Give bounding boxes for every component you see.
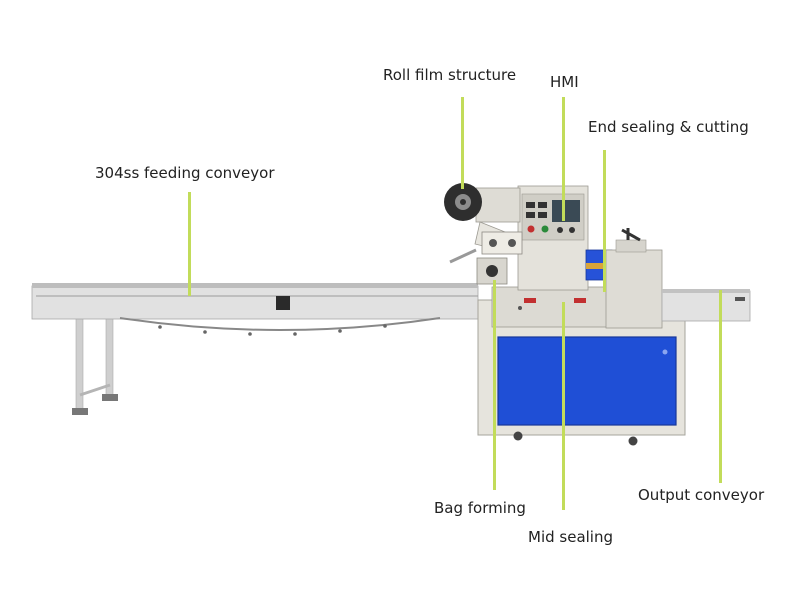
caster-wheel-icon: [628, 436, 638, 446]
leader-end-sealing: [603, 150, 606, 292]
conveyor-legs: [72, 317, 118, 415]
leader-mid-sealing: [562, 302, 565, 510]
leader-output-conveyor: [719, 290, 722, 483]
label-end-sealing: End sealing & cutting: [588, 118, 749, 136]
leader-roll-film: [461, 97, 464, 189]
leader-feeding-conveyor: [188, 192, 191, 296]
output-conveyor: [661, 289, 751, 322]
label-roll-film: Roll film structure: [383, 66, 517, 84]
sealing-section: [491, 286, 611, 328]
conveyor-switch-icon: [276, 296, 290, 310]
cabinet-door: [497, 336, 677, 426]
label-feeding-conveyor: 304ss feeding conveyor: [95, 164, 275, 182]
hmi-column: [517, 185, 589, 291]
caster-wheel-icon: [513, 431, 523, 441]
label-bag-forming: Bag forming: [434, 499, 526, 517]
leader-bag-forming: [493, 280, 496, 490]
end-sealing-unit: [585, 228, 663, 329]
roll-film-structure: [444, 183, 523, 285]
label-mid-sealing: Mid sealing: [528, 528, 613, 546]
label-output-conveyor: Output conveyor: [638, 486, 765, 504]
label-hmi: HMI: [550, 73, 579, 91]
feeding-conveyor: [31, 283, 479, 336]
leader-hmi: [562, 97, 565, 221]
